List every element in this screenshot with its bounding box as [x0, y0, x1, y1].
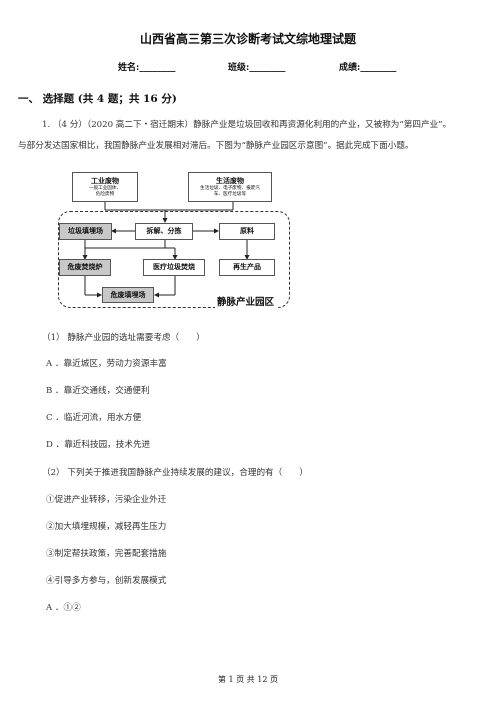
question-stem-line2: 与部分发达国家相比，我国静脉产业发展相对滞后。下图为“静脉产业园区示意图”。据此… [18, 141, 414, 151]
page-title: 山西省高三第三次诊断考试文综地理试题 [139, 32, 356, 46]
raw-material-box: 原料 [219, 223, 275, 240]
landfill-box: 垃圾填埋场 [59, 223, 112, 240]
industrial-waste-sub2: 危险废物 [95, 192, 115, 197]
industry-park-diagram: 工业废物 一般工业固体、 危险废物 生活废物 生活垃圾、电子废物、报废汽 车、医… [55, 166, 291, 310]
sub1-option-b: B ．靠近交通线，交通便利 [46, 386, 150, 396]
question-stem-line1: 1. （4 分）（2020 高二下・宿迁期末）静脉产业是垃圾回收和再资源化利用的… [42, 120, 452, 130]
subquestion-2-stem: （2） 下列关于推进我国静脉产业持续发展的建议，合理的有（ ） [42, 468, 309, 478]
diagram-arrows [82, 202, 250, 298]
hazard-landfill-box: 危废填埋场 [102, 287, 154, 303]
sub1-option-c: C ．临近河流，用水方便 [46, 413, 142, 423]
sub2-item-2: ②加大填埋规模，减轻再生压力 [46, 522, 167, 532]
industrial-waste-title: 工业废物 [91, 177, 119, 185]
sorting-box: 拆解、分拣 [135, 223, 193, 240]
medical-incinerator-box: 医疗垃圾焚烧 [143, 259, 205, 276]
sub2-item-3: ③制定帮扶政策，完善配套措施 [46, 549, 167, 559]
name-field-label: 姓名:________ [118, 63, 176, 73]
domestic-waste-sub1: 生活垃圾、电子废物、报废汽 [200, 186, 260, 191]
domestic-waste-sub2: 车、医疗垃圾等 [213, 192, 247, 197]
domestic-waste-box: 生活废物 生活垃圾、电子废物、报废汽 车、医疗垃圾等 [188, 172, 272, 202]
sub1-option-d: D ．靠近科技园，技术先进 [46, 440, 151, 450]
class-field-label: 班级:________ [228, 63, 286, 73]
industrial-waste-sub1: 一般工业固体、 [88, 186, 122, 191]
sub2-item-4: ④引导多方参与，创新发展模式 [46, 576, 167, 586]
industrial-waste-box: 工业废物 一般工业固体、 危险废物 [72, 172, 138, 202]
page-footer: 第 1 页 共 12 页 [218, 675, 278, 684]
sub1-option-a: A ．靠近城区，劳动力资源丰富 [46, 359, 167, 369]
domestic-waste-title: 生活废物 [216, 177, 244, 185]
park-label: 静脉产业园区 [215, 294, 277, 308]
sub2-item-1: ①促进产业转移，污染企业外迁 [46, 495, 167, 505]
sub2-option-a: A ．①② [46, 603, 81, 613]
park-boundary [58, 211, 290, 308]
score-field-label: 成绩:________ [339, 63, 397, 73]
subquestion-1-stem: （1） 静脉产业园的选址需要考虑（ ） [42, 333, 205, 343]
recycled-product-box: 再生产品 [219, 259, 275, 276]
hazard-incinerator-box: 危废焚烧炉 [59, 259, 111, 276]
section-heading: 一、 选择题 (共 4 题；共 16 分) [18, 93, 177, 105]
